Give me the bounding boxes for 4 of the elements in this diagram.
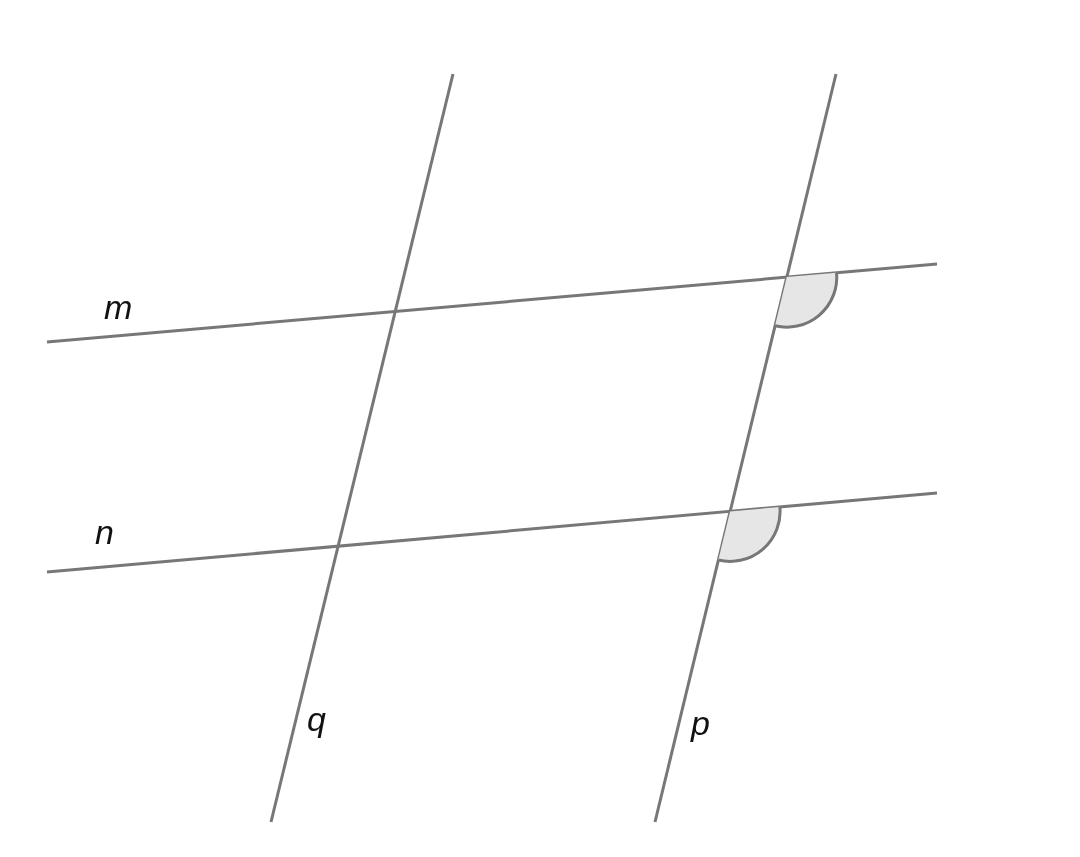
line-label: q [307, 702, 326, 736]
line-label: n [95, 515, 114, 549]
line-label: m [104, 290, 133, 324]
line-label: p [691, 706, 710, 740]
